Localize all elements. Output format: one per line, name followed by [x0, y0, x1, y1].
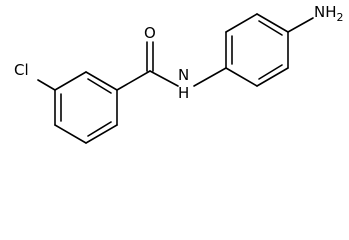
amide-nitrogen-label: N	[178, 66, 189, 84]
amine-bond	[287, 17, 314, 33]
carbon-chlorine-bond	[37, 79, 56, 91]
bond	[54, 124, 87, 144]
nitrogen-ring-bond	[193, 67, 227, 87]
ring-to-carbonyl-bond	[116, 70, 151, 91]
bond	[225, 67, 258, 87]
double-bond-inner	[258, 20, 283, 36]
double-bond-inner	[87, 121, 112, 137]
double-bond-inner	[258, 64, 283, 80]
amine-label: NH2	[314, 3, 344, 24]
bond	[256, 67, 289, 87]
molecule-drawing: Cl O N H NH2	[14, 3, 344, 144]
structure-diagram: Cl O N H NH2	[14, 3, 344, 144]
aminophenyl-ring	[225, 13, 289, 87]
amide-bond	[149, 70, 179, 87]
bond	[85, 124, 118, 144]
bond	[225, 13, 258, 33]
chlorophenyl-ring	[54, 71, 118, 144]
double-bond-inner	[87, 78, 112, 94]
amine-nh-text: NH	[314, 3, 337, 21]
bond	[54, 71, 87, 91]
amine-subscript: 2	[337, 11, 344, 24]
bond	[85, 71, 118, 91]
amide-hydrogen-label: H	[178, 84, 189, 102]
bond	[256, 13, 289, 33]
chlorine-label: Cl	[14, 61, 29, 79]
oxygen-label: O	[144, 24, 156, 42]
